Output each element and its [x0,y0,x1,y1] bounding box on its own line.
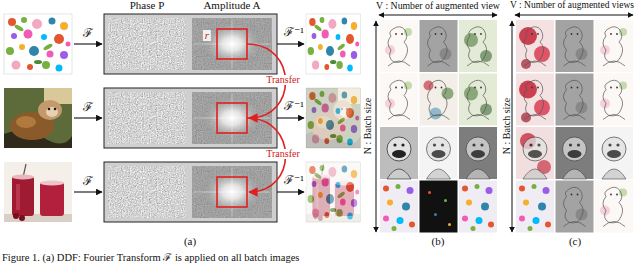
illustration-part [595,127,633,179]
illustration-part [459,127,497,179]
inverse-fourier-arrows [277,44,304,192]
illustration-part [556,20,594,72]
illustration-part [595,20,633,72]
illustration-part [420,181,458,233]
illustration-part [459,74,497,126]
illustration-part [516,74,554,126]
illustration-part [556,127,594,179]
illustration-part [277,191,304,192]
illustration-part [306,88,360,148]
panel-tag: (c) [569,236,581,247]
transform-symbol: ℱ⁻¹ [282,100,306,112]
transfer-arrows [247,44,286,192]
illustration-part [516,20,554,72]
axis-label: N : Batch size [363,98,373,154]
transform-symbol: ℱ⁻¹ [282,174,306,186]
illustration-part [277,43,304,44]
panel-tag: (b) [432,236,445,247]
illustration-part [306,88,360,148]
augmented-grid [380,20,497,233]
transform-symbol: ℱ⁻¹ [282,26,306,38]
axis-arrows [376,15,633,232]
augmented-grid [516,20,633,233]
figure-panel: V : Number of augmented view N : Batch si… [363,0,501,252]
illustration-part [4,14,72,74]
transform-symbol: ℱ [83,175,93,187]
illustration-part [516,127,554,179]
illustration-part [516,181,554,233]
illustration-part [376,21,377,232]
illustration-part [380,127,418,179]
figure-caption: Figure 1. (a) DDF: Fourier Transform ℱ i… [2,253,299,264]
illustration-part [380,181,418,233]
figure-panel: V : Number of augmented views N : Batch s… [502,0,640,252]
illustration-part [515,15,633,16]
radius-symbol: r [203,30,211,41]
illustration-part [595,181,633,233]
illustration-part [306,14,360,74]
illustration-part [556,74,594,126]
illustration-part [380,74,418,126]
illustration-part [306,162,360,222]
output-images [306,14,360,222]
illustration-part [420,74,458,126]
illustration-part [459,181,497,233]
illustration-part [4,162,72,222]
illustration-part [74,191,102,192]
axis-label: N : Batch size [502,98,512,154]
axis-label: V : Number of augmented view [376,1,500,11]
illustration-part [277,117,304,118]
illustration-part [4,88,72,148]
illustration-part [420,127,458,179]
input-images [4,14,72,222]
figure-panel: (a) [0,0,362,252]
transfer-label: Transfer [264,75,302,85]
illustration-part [595,74,633,126]
illustration-part [556,181,594,233]
illustration-part [420,20,458,72]
illustration-part [379,15,497,16]
column-header: Phase P [130,0,165,11]
illustration-part [306,162,360,222]
illustration-part [74,117,102,118]
column-header: Amplitude A [203,0,260,11]
fourier-arrows [74,44,102,192]
illustration-part [74,43,102,44]
panel-tag: (a) [184,236,196,247]
illustration-part [459,20,497,72]
transfer-label: Transfer [264,149,302,159]
transform-symbol: ℱ [83,27,93,39]
illustration-part [380,20,418,72]
axis-label: V : Number of augmented views [510,1,634,11]
transform-symbol: ℱ [83,101,93,113]
